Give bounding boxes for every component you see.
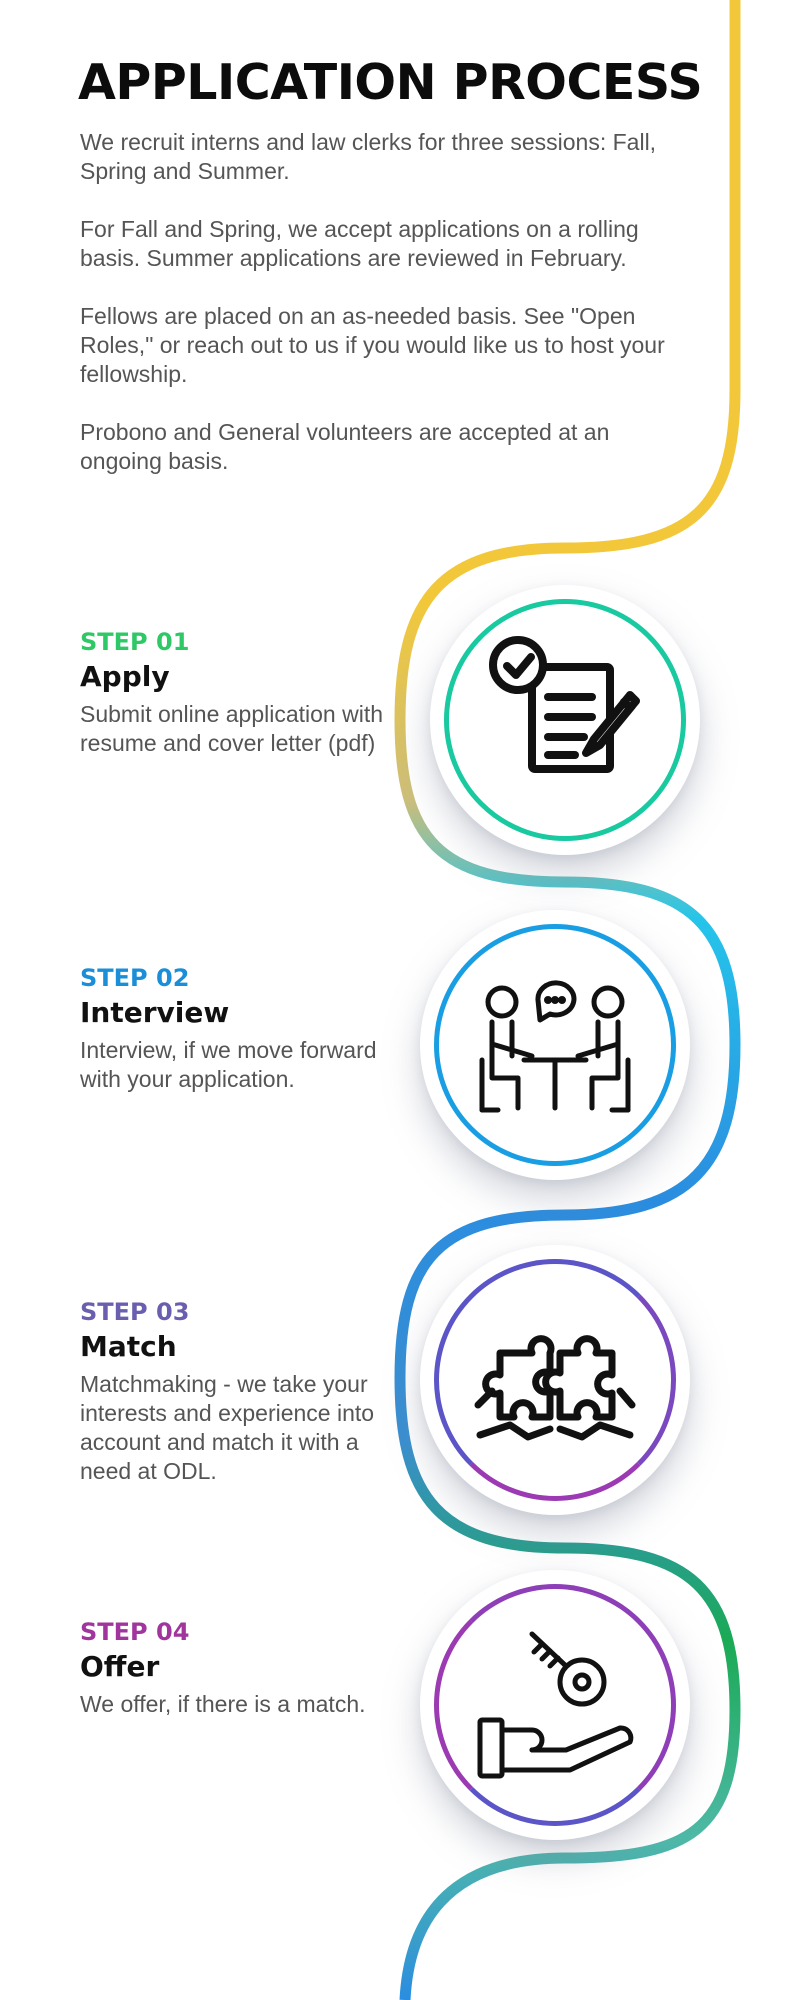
step-ring	[434, 1584, 676, 1826]
intro-section: We recruit interns and law clerks for th…	[80, 128, 680, 505]
step-description: Interview, if we move forward with your …	[80, 1037, 377, 1092]
step-apply-circle	[430, 585, 700, 855]
intro-paragraph: Fellows are placed on an as-needed basis…	[80, 303, 665, 387]
step-ring	[444, 599, 686, 841]
intro-paragraph: For Fall and Spring, we accept applicati…	[80, 216, 639, 271]
step-description: Submit online application with resume an…	[80, 701, 384, 756]
intro-paragraph: We recruit interns and law clerks for th…	[80, 129, 657, 184]
intro-paragraph: Probono and General volunteers are accep…	[80, 419, 610, 474]
step-title: Apply	[80, 660, 170, 693]
step-title: Offer	[80, 1650, 160, 1683]
step-ring	[434, 1259, 676, 1501]
step-title: Interview	[80, 996, 230, 1029]
step-offer: STEP 04 Offer We offer, if there is a ma…	[80, 1618, 390, 1719]
step-description: We offer, if there is a match.	[80, 1691, 366, 1717]
application-form-icon	[480, 635, 650, 805]
step-description: Matchmaking - we take your interests and…	[80, 1371, 375, 1484]
step-number: STEP 03	[80, 1298, 190, 1326]
step-title: Match	[80, 1330, 177, 1363]
page-title: APPLICATION PROCESS	[78, 54, 703, 111]
step-apply: STEP 01 Apply Submit online application …	[80, 628, 390, 758]
puzzle-icon	[470, 1295, 640, 1465]
step-number: STEP 01	[80, 628, 190, 656]
step-interview: STEP 02 Interview Interview, if we move …	[80, 964, 390, 1094]
step-number: STEP 02	[80, 964, 190, 992]
step-match: STEP 03 Match Matchmaking - we take your…	[80, 1298, 390, 1486]
key-hand-icon	[470, 1620, 640, 1790]
interview-icon	[470, 960, 640, 1130]
step-offer-circle	[420, 1570, 690, 1840]
step-number: STEP 04	[80, 1618, 190, 1646]
step-interview-circle	[420, 910, 690, 1180]
step-match-circle	[420, 1245, 690, 1515]
step-ring	[434, 924, 676, 1166]
